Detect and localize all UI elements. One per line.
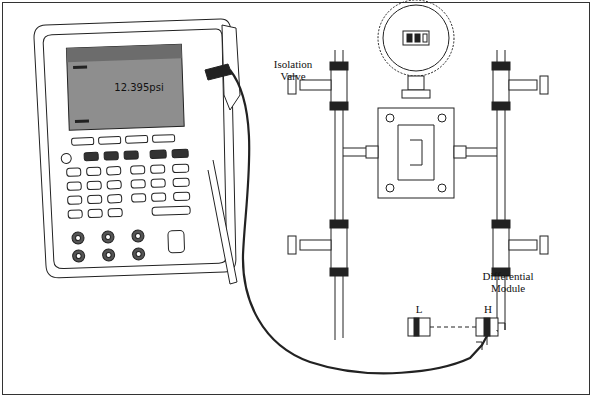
display-reading: 12.395psi — [104, 82, 174, 94]
port-letter: L — [412, 303, 426, 315]
part-name: Differential Module — [468, 270, 548, 294]
port-letter: H — [481, 303, 495, 315]
part-name: Isolation Valve — [262, 58, 324, 82]
